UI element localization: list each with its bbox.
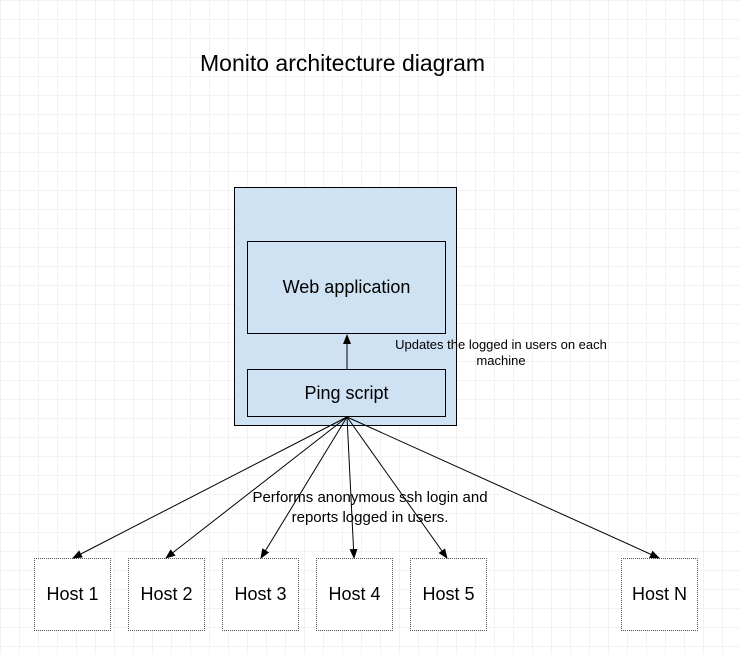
host-label: Host 3 [234, 584, 287, 604]
host-box-2: Host 2 [128, 558, 205, 631]
diagram-title: Monito architecture diagram [200, 50, 486, 76]
host-label: Host 4 [328, 584, 381, 604]
ping-script-label: Ping script [304, 382, 389, 403]
host-box-5: Host 5 [410, 558, 487, 631]
ping-script-box: Ping script [247, 369, 446, 417]
host-label: Host 5 [422, 584, 475, 604]
server-container [234, 187, 457, 426]
host-label: Host N [631, 584, 687, 604]
web-application-box: Web application [247, 241, 446, 334]
host-box-1: Host 1 [34, 558, 111, 631]
update-note: Updates the logged in users on each mach… [395, 337, 607, 368]
ssh-note: Performs anonymous ssh login and reports… [252, 489, 488, 526]
host-label: Host 1 [46, 584, 99, 604]
host-box-3: Host 3 [222, 558, 299, 631]
host-label: Host 2 [140, 584, 193, 604]
host-box-n: Host N [621, 558, 698, 631]
web-application-label: Web application [282, 277, 411, 297]
host-box-4: Host 4 [316, 558, 393, 631]
